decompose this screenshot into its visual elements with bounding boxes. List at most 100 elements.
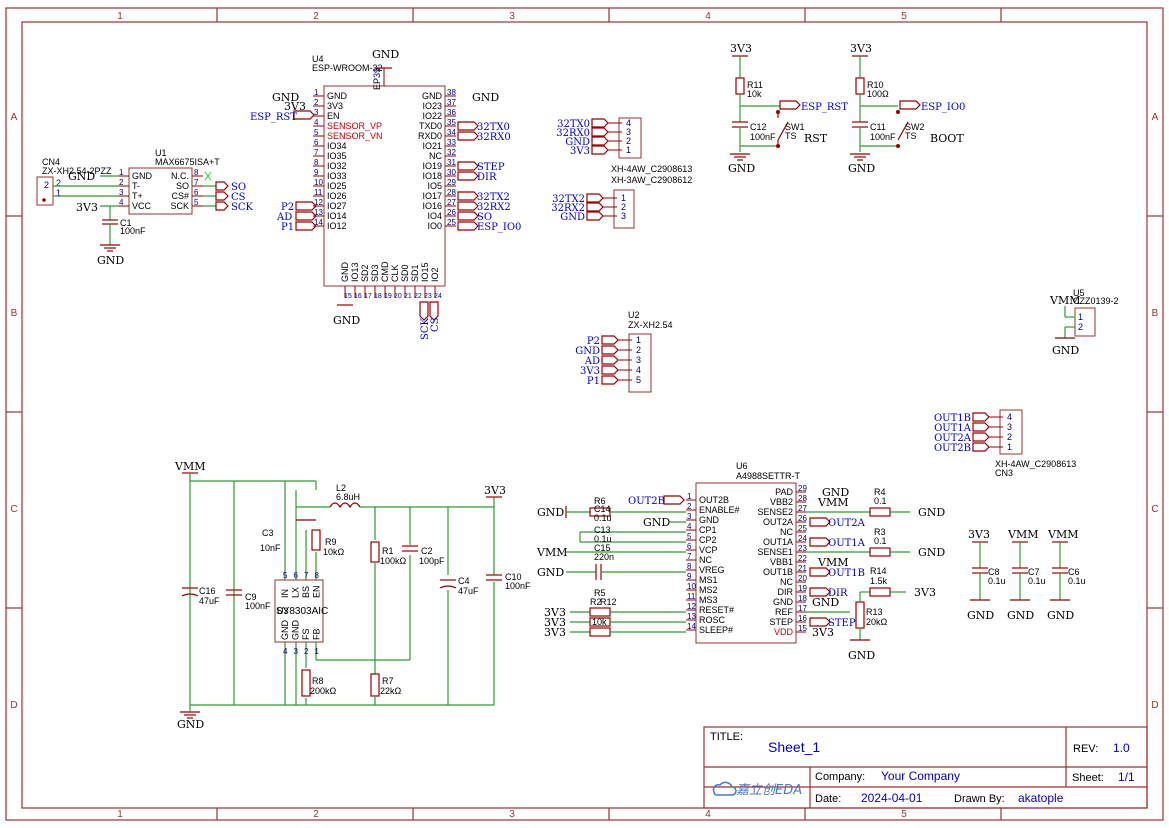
u6-net-step: STEP bbox=[828, 618, 856, 629]
uart2-net-1: 32RX2 bbox=[551, 203, 585, 214]
grid-labels: 1 2 3 4 5 1 2 3 4 5 A B C D A B C D bbox=[10, 11, 1158, 820]
c3-ref: C3 bbox=[262, 528, 274, 538]
u4-net-cs: CS bbox=[430, 317, 441, 332]
r11-ref: R11 bbox=[747, 80, 763, 90]
r6-ref: R6 bbox=[594, 496, 606, 506]
dec-gnd-label-1: GND bbox=[1007, 609, 1034, 622]
u6-left-pin-name-5: VCP bbox=[699, 545, 718, 555]
c10-value: 100nF bbox=[505, 581, 531, 591]
u1-left-pin-name-2: T+ bbox=[132, 191, 143, 201]
r5-ref: R5 bbox=[594, 588, 606, 598]
u4-right-pin-num-8: 30 bbox=[447, 168, 456, 177]
u4-left-pin-name-2: EN bbox=[327, 111, 340, 121]
u2-pin-0: 1 bbox=[636, 335, 641, 345]
dec-value-1: 0.1u bbox=[1028, 576, 1046, 586]
u6-right-pin-name-8: OUT1B bbox=[763, 567, 793, 577]
u6-left-pin-num-7: 8 bbox=[687, 562, 692, 571]
u6-vmm-label: VMM bbox=[536, 546, 567, 559]
cn4-connector[interactable]: CN4 ZX-XH2.54-2PZZ 2 2 1 bbox=[36, 157, 112, 206]
u6-right-pin-num-2: 27 bbox=[798, 504, 807, 513]
u1-net-cs: CS bbox=[231, 192, 246, 203]
r13-value: 20kΩ bbox=[866, 617, 888, 627]
u6-right-pin-name-14: VDD bbox=[774, 627, 794, 637]
rst-circuit[interactable]: 3V3 R11 10k ESP_RST C12 100nF SW1 TS RST… bbox=[728, 42, 848, 175]
u5-power-connector[interactable]: U5 CZZ0139-2 1 2 VMM GND bbox=[1049, 288, 1119, 357]
u4-left-pin-num-12: 13 bbox=[314, 208, 323, 217]
u4-net-dir: DIR bbox=[477, 172, 497, 183]
grid-col-3-bottom: 3 bbox=[509, 809, 515, 820]
u6-left-pin-name-1: ENABLE# bbox=[699, 505, 740, 515]
r9-ref: R9 bbox=[325, 537, 337, 547]
u5-gnd-label: GND bbox=[1052, 344, 1079, 357]
u4-esp32[interactable]: U4 ESP-WROOM-32 GND13V32EN3SENSOR_VP4SEN… bbox=[312, 48, 456, 300]
u1-right-pin-num-0: 8 bbox=[194, 168, 199, 177]
r3-value: 0.1 bbox=[874, 536, 887, 546]
cn3-pin-0: 4 bbox=[1007, 412, 1012, 422]
u4-right-pin-name-10: IO17 bbox=[422, 191, 442, 201]
u2-part: ZX-XH2.54 bbox=[628, 320, 673, 330]
u6-left-pin-num-0: 1 bbox=[687, 492, 692, 501]
u6-left-pin-num-2: 3 bbox=[687, 512, 692, 521]
c9-ref: C9 bbox=[245, 592, 257, 602]
u3-top-pin-num-0: 5 bbox=[283, 571, 288, 580]
u6-right-pin-name-7: VBB1 bbox=[770, 557, 793, 567]
u4-right-pin-num-2: 36 bbox=[447, 108, 456, 117]
u2-net-0: P2 bbox=[587, 336, 600, 347]
uart0-net-0: 32TX0 bbox=[557, 119, 590, 130]
u6-right-pin-num-0: 29 bbox=[798, 484, 807, 493]
u6-left-pin-name-2: GND bbox=[699, 515, 720, 525]
u3-top-pin-num-1: 6 bbox=[294, 571, 299, 580]
u1-right-pin-num-2: 6 bbox=[194, 188, 199, 197]
drawn-by-label: Drawn By: bbox=[954, 793, 1005, 805]
u6-left-pin-name-3: CP1 bbox=[699, 525, 717, 535]
u4-left-pin-num-11: 12 bbox=[314, 198, 323, 207]
u4-right-pin-num-3: 35 bbox=[447, 118, 456, 127]
u4-right-pin-num-6: 32 bbox=[447, 148, 456, 157]
boot-circuit[interactable]: 3V3 R10 100Ω ESP_IO0 C11 100nF SW2 TS BO… bbox=[848, 42, 965, 175]
u4-net-sck: SCK bbox=[420, 317, 431, 340]
u1-net-so: SO bbox=[231, 182, 246, 193]
sw1-type: TS bbox=[785, 131, 797, 141]
u4-left-nets: GND 3V3 ESP_RST P2 AD P1 bbox=[250, 91, 317, 233]
grid-row-a-right: A bbox=[1152, 112, 1159, 123]
c11-ref: C11 bbox=[870, 122, 886, 132]
u6-net-out2a: OUT2A bbox=[828, 518, 866, 529]
sheet-label: Sheet: bbox=[1072, 772, 1104, 784]
u6-right-pin-num-13: 16 bbox=[798, 614, 807, 623]
cn4-pin-2: 2 bbox=[44, 180, 49, 190]
cn3-motor-connector[interactable]: XH-4AW_C2908613 CN3 4OUT1B3OUT1A2OUT2A1O… bbox=[934, 409, 1076, 478]
u2-net-flag-0 bbox=[601, 335, 619, 345]
u4-bottom-pin-num-5: 20 bbox=[394, 293, 402, 300]
r14-value: 1.5k bbox=[870, 576, 888, 586]
u1-left-pin-num-3: 4 bbox=[119, 198, 124, 207]
cn3-pin-3: 1 bbox=[1007, 442, 1012, 452]
u3-top-pin-name-0: IN bbox=[280, 589, 290, 598]
u4-ep-num: 39 bbox=[372, 68, 382, 78]
buck-converter[interactable]: VMM U3 SY8303AIC SY8303AIC IN5LX6BS7EN8G… bbox=[174, 460, 531, 731]
r7-ref: R7 bbox=[382, 676, 394, 686]
u4-net-esp-io0: ESP_IO0 bbox=[477, 222, 521, 233]
u3-bottom-pin-name-2: FS bbox=[301, 628, 311, 640]
grid-col-1-bottom: 1 bbox=[117, 809, 123, 820]
u6-left-pin-num-5: 6 bbox=[687, 542, 692, 551]
uart2-net-flag-0 bbox=[586, 193, 604, 203]
u6-right-pin-num-4: 25 bbox=[798, 524, 807, 533]
uart0-pin-3: 1 bbox=[626, 145, 631, 155]
c16-value: 47uF bbox=[199, 596, 220, 606]
u4-right-pin-name-7: IO19 bbox=[422, 161, 442, 171]
uart2-part: XH-3AW_C2908612 bbox=[611, 175, 692, 185]
u4-right-pin-name-8: IO18 bbox=[422, 171, 442, 181]
company-label: Company: bbox=[815, 771, 865, 783]
u1-left-pin-name-0: GND bbox=[132, 171, 153, 181]
u4-part: ESP-WROOM-32 bbox=[312, 63, 383, 73]
u6-a4988[interactable]: U6 A4988SETTR-T OUT2B1ENABLE#2GND3CP14CP… bbox=[686, 461, 807, 644]
r10-value: 100Ω bbox=[867, 89, 889, 99]
grid-col-2-top: 2 bbox=[313, 11, 319, 22]
u6-left-pin-name-0: OUT2B bbox=[699, 495, 729, 505]
